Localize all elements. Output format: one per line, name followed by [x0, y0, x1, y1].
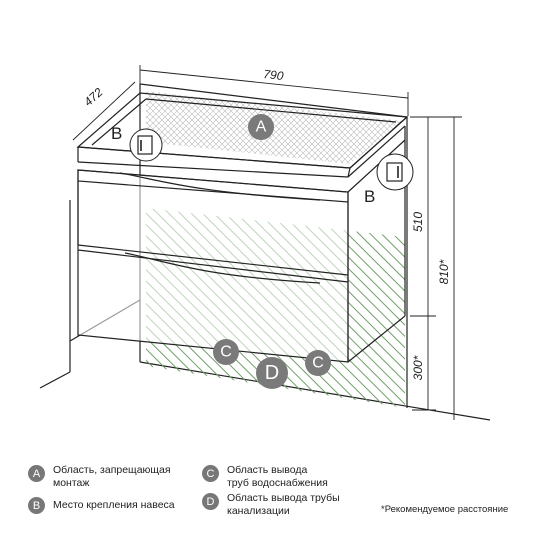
- legend-item-a: A Область, запрещающая монтаж: [28, 464, 171, 489]
- marker-c-right: C: [305, 350, 331, 376]
- svg-text:C: C: [312, 355, 324, 372]
- dimension-cabinet-height: 510: [411, 212, 425, 232]
- dimension-floor-offset: 300*: [411, 355, 425, 380]
- legend-text-d: Область вывода трубы канализации: [227, 492, 340, 517]
- legend-badge-b: B: [28, 497, 45, 514]
- svg-text:C: C: [220, 344, 232, 361]
- legend-text-a: Область, запрещающая монтаж: [53, 464, 171, 489]
- svg-text:A: A: [256, 119, 267, 136]
- marker-d: D: [256, 357, 288, 389]
- dimension-lines: [72, 65, 462, 420]
- legend-badge-a: A: [28, 465, 45, 482]
- marker-c-left: C: [213, 339, 239, 365]
- legend-badge-d: D: [202, 493, 219, 510]
- hinge-mount-right: [376, 153, 414, 191]
- marker-b-left: B: [111, 124, 122, 143]
- legend-text-c: Область вывода труб водоснабжения: [227, 464, 328, 489]
- cabinet-top: [76, 92, 409, 178]
- area-a-forbidden-zone: [146, 91, 403, 164]
- legend-text-b: Место крепления навеса: [53, 499, 175, 511]
- svg-text:D: D: [265, 362, 279, 384]
- marker-b-right: B: [364, 187, 375, 206]
- dimension-total-height: 810*: [437, 259, 451, 284]
- footnote: *Рекомендуемое расстояние: [381, 504, 509, 515]
- legend-item-b: B Место крепления навеса: [28, 496, 175, 514]
- marker-a: A: [248, 114, 274, 140]
- legend-badge-c: C: [202, 465, 219, 482]
- legend-item-c: C Область вывода труб водоснабжения: [202, 464, 328, 489]
- hinge-mount-left: [129, 128, 163, 162]
- legend-item-d: D Область вывода трубы канализации: [202, 492, 340, 517]
- dimension-width: 790: [263, 67, 285, 83]
- drawer-lower: [77, 202, 349, 362]
- dimension-depth: 472: [81, 85, 105, 109]
